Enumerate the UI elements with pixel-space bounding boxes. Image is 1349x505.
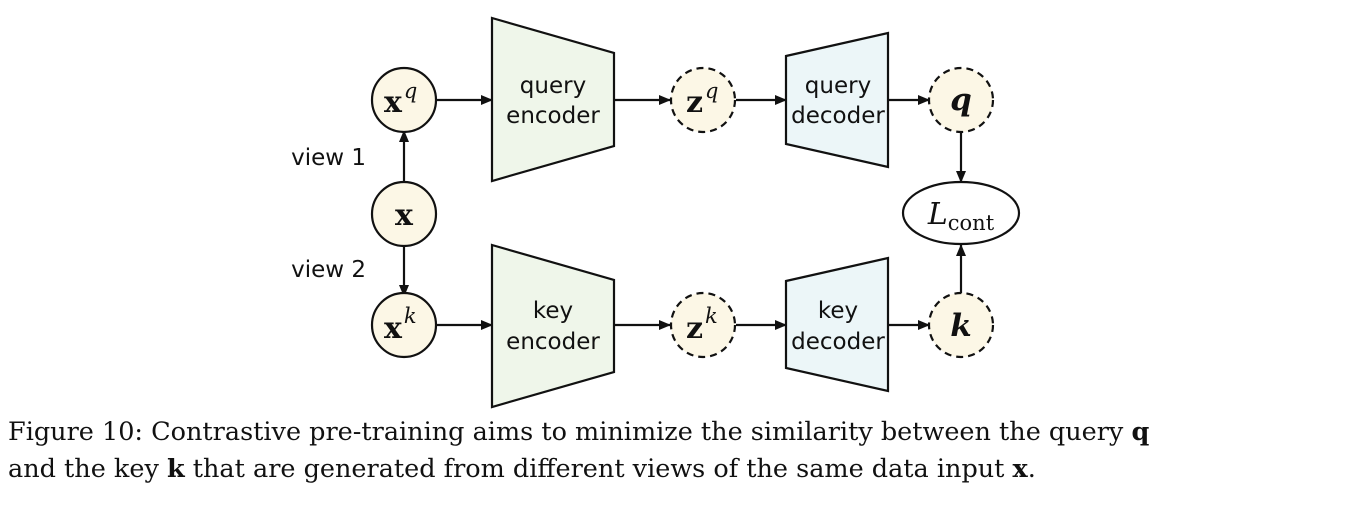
svg-text:zk: zk <box>686 304 718 346</box>
node-x: x <box>370 180 438 248</box>
caption-label: Figure 10: <box>8 417 144 447</box>
loss-subscript: cont <box>948 211 995 235</box>
node-xq-sup: q <box>404 79 417 103</box>
caption-line-1: Figure 10: Contrastive pre-training aims… <box>8 414 1343 451</box>
node-xk: xk <box>370 291 438 359</box>
node-zk: zk <box>669 291 737 359</box>
caption-text-2: and the key <box>8 454 159 484</box>
view-2-label: view 2 <box>291 257 366 283</box>
node-xk-sup: k <box>404 304 417 328</box>
loss-symbol: L <box>927 197 948 232</box>
query-encoder-label-line2: encoder <box>506 103 600 129</box>
query-decoder-label-line2: decoder <box>791 103 885 129</box>
svg-text:Lcont: Lcont <box>927 197 995 235</box>
node-loss: Lcont <box>901 180 1021 246</box>
edges <box>399 95 966 330</box>
query-decoder-block <box>784 31 890 169</box>
figure-caption: Figure 10: Contrastive pre-training aims… <box>8 414 1343 488</box>
node-q-label: q <box>950 82 972 118</box>
node-k-label: k <box>950 308 971 344</box>
node-zk-sup: k <box>705 304 718 328</box>
caption-end: . <box>1027 454 1036 484</box>
caption-text-3: that are generated from different views … <box>192 454 1005 484</box>
caption-line-2: and the key k that are generated from di… <box>8 451 1343 488</box>
node-zq: zq <box>669 66 737 134</box>
key-encoder-label-line1: key <box>533 298 573 324</box>
key-decoder-label-line2: decoder <box>791 329 885 355</box>
node-xq: xq <box>370 66 438 134</box>
node-xk-base: x <box>384 311 403 346</box>
key-decoder-block <box>784 256 890 393</box>
node-x-label: x <box>395 198 414 233</box>
svg-text:zq: zq <box>686 79 719 120</box>
query-encoder-label-line1: query <box>520 73 586 99</box>
caption-x: x <box>1012 454 1028 484</box>
key-encoder-block <box>490 243 616 409</box>
svg-text:xq: xq <box>384 79 417 120</box>
query-decoder-label-line1: query <box>805 73 871 99</box>
key-encoder-label-line2: encoder <box>506 329 600 355</box>
node-zk-base: z <box>686 311 703 346</box>
query-encoder-block <box>490 16 616 183</box>
caption-text-1: Contrastive pre-training aims to minimiz… <box>151 417 1124 447</box>
node-xq-base: x <box>384 85 403 120</box>
caption-k: k <box>166 454 185 484</box>
contrastive-pretraining-diagram: query encoder key encoder query decoder … <box>291 16 1021 409</box>
key-decoder-label-line1: key <box>818 298 858 324</box>
node-zq-sup: q <box>705 79 718 103</box>
view-1-label: view 1 <box>291 145 366 171</box>
node-zq-base: z <box>686 85 703 120</box>
node-k: k <box>927 291 995 359</box>
caption-q: q <box>1131 417 1150 447</box>
node-q: q <box>927 66 995 134</box>
svg-text:xk: xk <box>384 304 417 346</box>
